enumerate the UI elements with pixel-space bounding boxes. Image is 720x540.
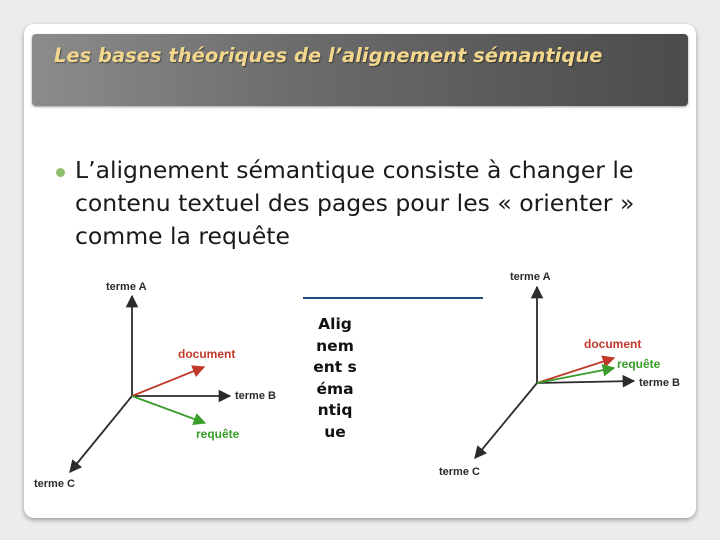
right-requete-label: requête	[617, 357, 661, 371]
left-document-label: document	[178, 347, 235, 361]
slide-background	[24, 24, 696, 518]
bullet-text: L’alignement sémantique consiste à chang…	[75, 156, 635, 250]
left-axis-b-label: terme B	[235, 390, 276, 402]
left-requete-vector	[131, 395, 207, 425]
right-axis-b	[536, 374, 636, 388]
left-diagram: terme A terme B terme C document requête	[34, 281, 276, 490]
title-bar	[32, 34, 688, 106]
center-label: Alignement sémantique	[313, 315, 357, 441]
left-requete-label: requête	[196, 427, 240, 441]
left-axis-c	[69, 395, 133, 473]
right-document-label: document	[584, 337, 641, 351]
right-axis-c	[474, 382, 538, 459]
left-axis-a-label: terme A	[106, 281, 147, 293]
right-axis-b-label: terme B	[639, 377, 680, 389]
right-requete-vector	[536, 363, 616, 384]
slide-title: Les bases théoriques de l’alignement sém…	[54, 44, 603, 67]
right-document-vector	[536, 355, 616, 384]
bullet-dot	[56, 168, 65, 177]
left-axis-c-label: terme C	[34, 478, 75, 490]
right-diagram: terme A terme B terme C document requête	[439, 271, 680, 478]
center-divider-line	[303, 297, 483, 299]
left-document-vector	[131, 365, 206, 397]
right-axis-a-label: terme A	[510, 271, 551, 283]
right-axis-c-label: terme C	[439, 466, 480, 478]
